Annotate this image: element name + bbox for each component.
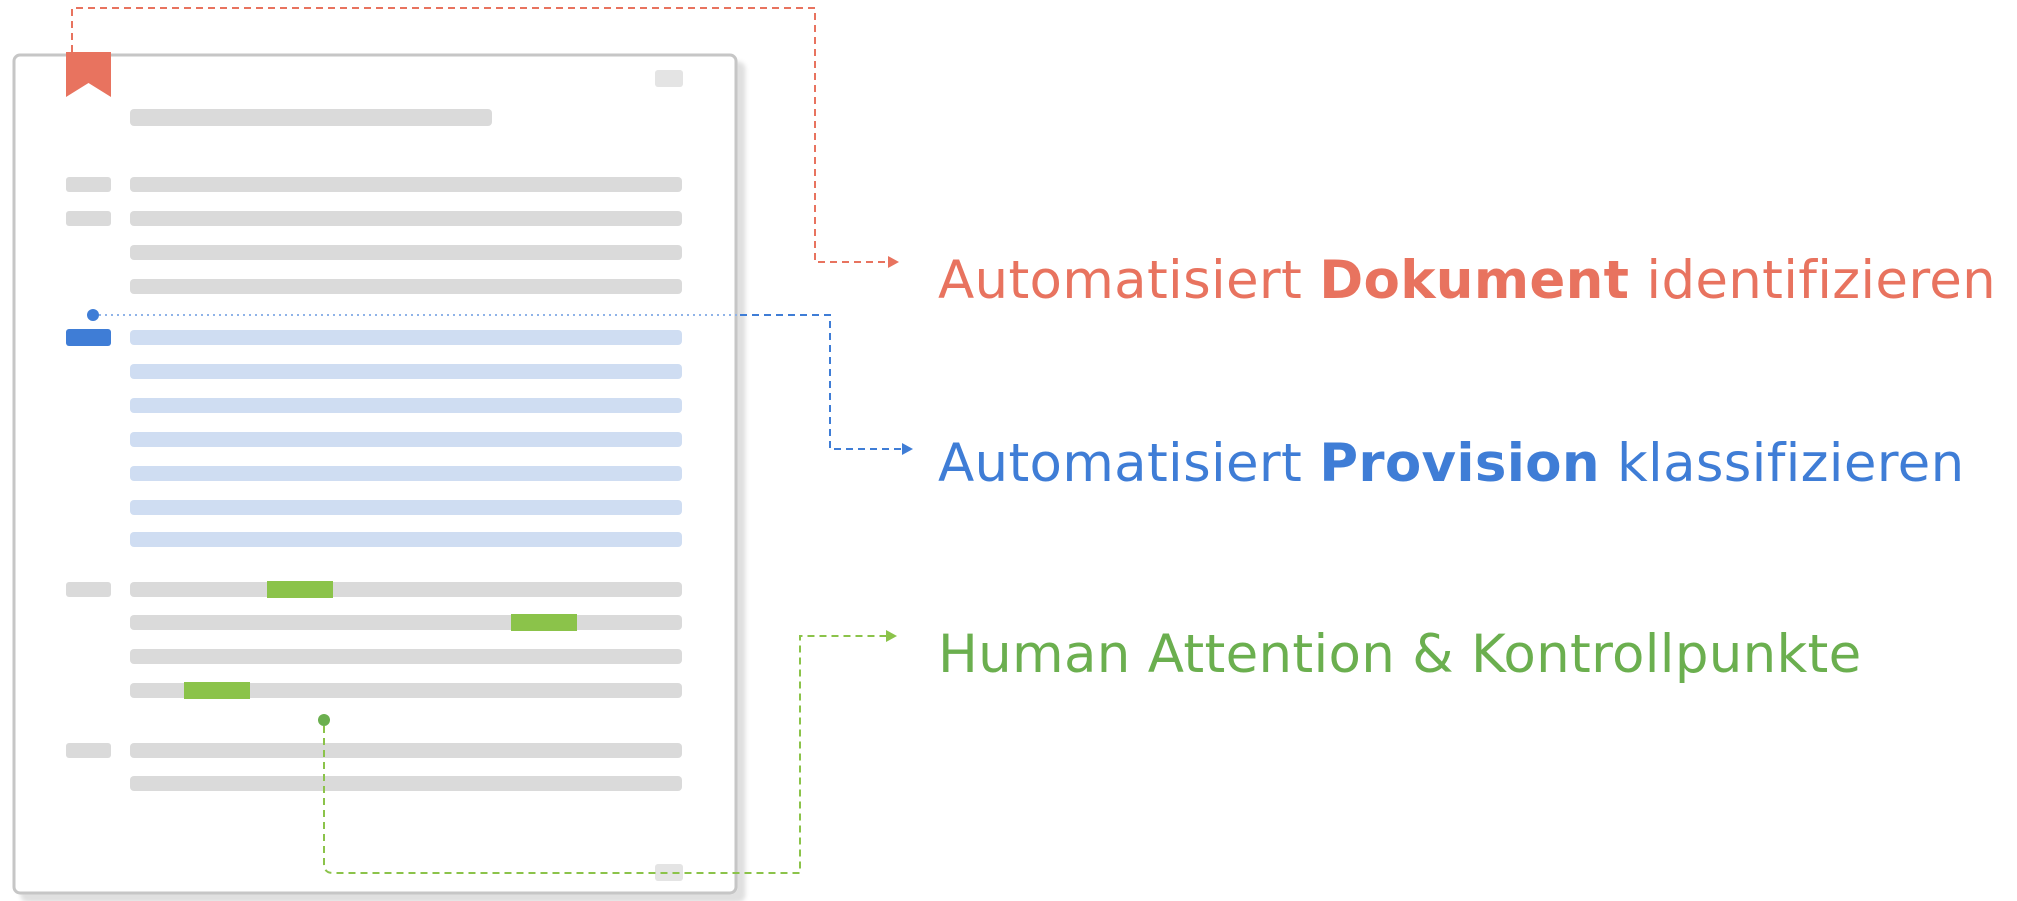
provision-line bbox=[130, 500, 682, 515]
provision-marker bbox=[66, 329, 111, 346]
document-connector bbox=[71, 7, 888, 263]
attention-highlight bbox=[184, 682, 250, 699]
text-line bbox=[130, 245, 682, 260]
text-line bbox=[130, 743, 682, 758]
section-marker bbox=[66, 211, 111, 226]
document-label-bold: Dokument bbox=[1319, 250, 1630, 311]
attention-anchor-dot bbox=[318, 714, 330, 726]
document-arrowhead bbox=[888, 256, 899, 268]
provision-label-pre: Automatisiert bbox=[938, 433, 1320, 494]
section-marker bbox=[66, 743, 111, 758]
bookmark-icon bbox=[66, 52, 111, 97]
page-corner-mark bbox=[655, 70, 683, 87]
provision-line bbox=[130, 398, 682, 413]
attention-connector bbox=[323, 635, 886, 874]
title-line bbox=[130, 109, 492, 126]
provision-line bbox=[130, 432, 682, 447]
human-attention-label: Human Attention & Kontrollpunkte bbox=[938, 624, 1862, 685]
document-label-post: identifizieren bbox=[1629, 250, 1997, 311]
text-line bbox=[130, 776, 682, 791]
text-line bbox=[130, 582, 682, 597]
text-line bbox=[130, 279, 682, 294]
text-line bbox=[130, 683, 682, 698]
text-line bbox=[130, 615, 682, 630]
provision-label-bold: Provision bbox=[1319, 433, 1600, 494]
text-line bbox=[130, 211, 682, 226]
attention-arrowhead bbox=[886, 630, 897, 642]
text-line bbox=[130, 177, 682, 192]
section-marker bbox=[66, 582, 111, 597]
attention-highlight bbox=[511, 614, 577, 631]
provision-line bbox=[130, 330, 682, 345]
document-label-pre: Automatisiert bbox=[938, 250, 1320, 311]
provision-connector bbox=[740, 314, 902, 450]
provision-line bbox=[130, 466, 682, 481]
provision-line bbox=[130, 364, 682, 379]
provision-label-post: klassifizieren bbox=[1599, 433, 1965, 494]
provision-classify-label: Automatisiert Provision klassifizieren bbox=[938, 437, 1964, 490]
attention-highlight bbox=[267, 581, 333, 598]
provision-arrowhead bbox=[902, 443, 913, 455]
provision-anchor-dot bbox=[87, 309, 99, 321]
section-marker bbox=[66, 177, 111, 192]
document-identify-label: Automatisiert Dokument identifizieren bbox=[938, 254, 1996, 307]
provision-line bbox=[130, 532, 682, 547]
text-line bbox=[130, 649, 682, 664]
page-number-mark bbox=[655, 864, 683, 881]
